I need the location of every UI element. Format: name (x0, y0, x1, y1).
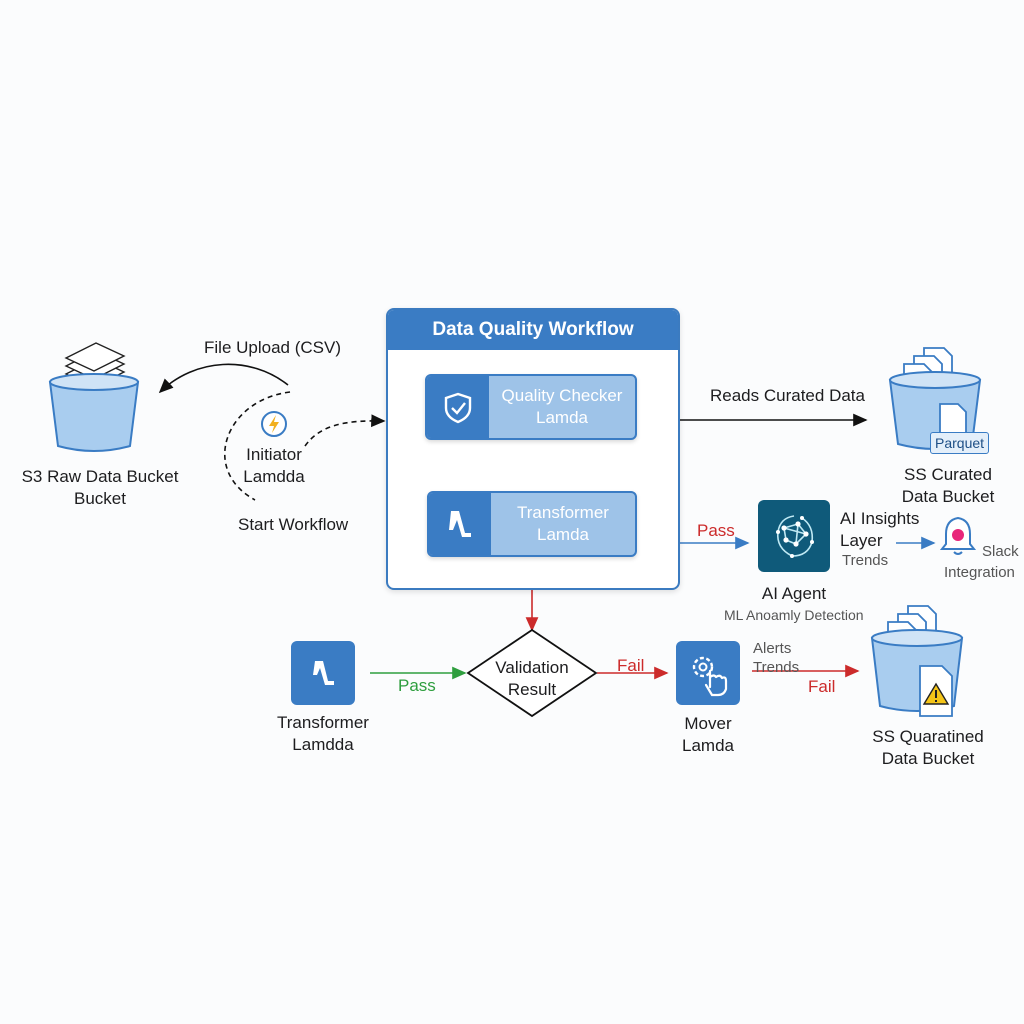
workflow-title: Data Quality Workflow (388, 310, 678, 350)
mover-trends: Trends (753, 659, 800, 676)
quarantine-bucket-icon (868, 604, 968, 724)
mover-alerts: Alerts (753, 640, 792, 657)
parquet-badge: Parquet (930, 432, 990, 454)
bell-icon (938, 514, 978, 558)
ai-agent-icon (758, 500, 830, 572)
transformer-bottom-icon (291, 641, 355, 705)
raw-bucket-icon (46, 338, 142, 456)
fail-label-1: Fail (617, 656, 645, 675)
ai-insights-trends: Trends (842, 552, 889, 569)
mover-icon (676, 641, 740, 705)
lightning-icon (260, 410, 288, 438)
fail-label-2: Fail (808, 677, 836, 696)
slack-line2: Integration (944, 564, 1015, 581)
reads-curated-label: Reads Curated Data (710, 386, 865, 405)
pass-top-label: Pass (697, 521, 735, 540)
upload-arrow (158, 363, 289, 394)
ai-agent-title: AI Agent (761, 584, 827, 603)
lambda-icon (429, 493, 491, 555)
initiator-dashed-arc (224, 391, 291, 501)
curated-bucket-icon (886, 344, 986, 456)
slack-line1: Slack (982, 543, 1019, 560)
validation-diamond (466, 628, 598, 718)
pass-bottom-label: Pass (398, 676, 436, 695)
ai-agent-subtitle: ML Anoamly Detection (724, 607, 864, 623)
start-workflow-arrow (304, 414, 386, 447)
file-upload-label: File Upload (CSV) (204, 338, 341, 357)
shield-check-icon (427, 376, 489, 438)
start-workflow-label: Start Workflow (238, 515, 349, 534)
